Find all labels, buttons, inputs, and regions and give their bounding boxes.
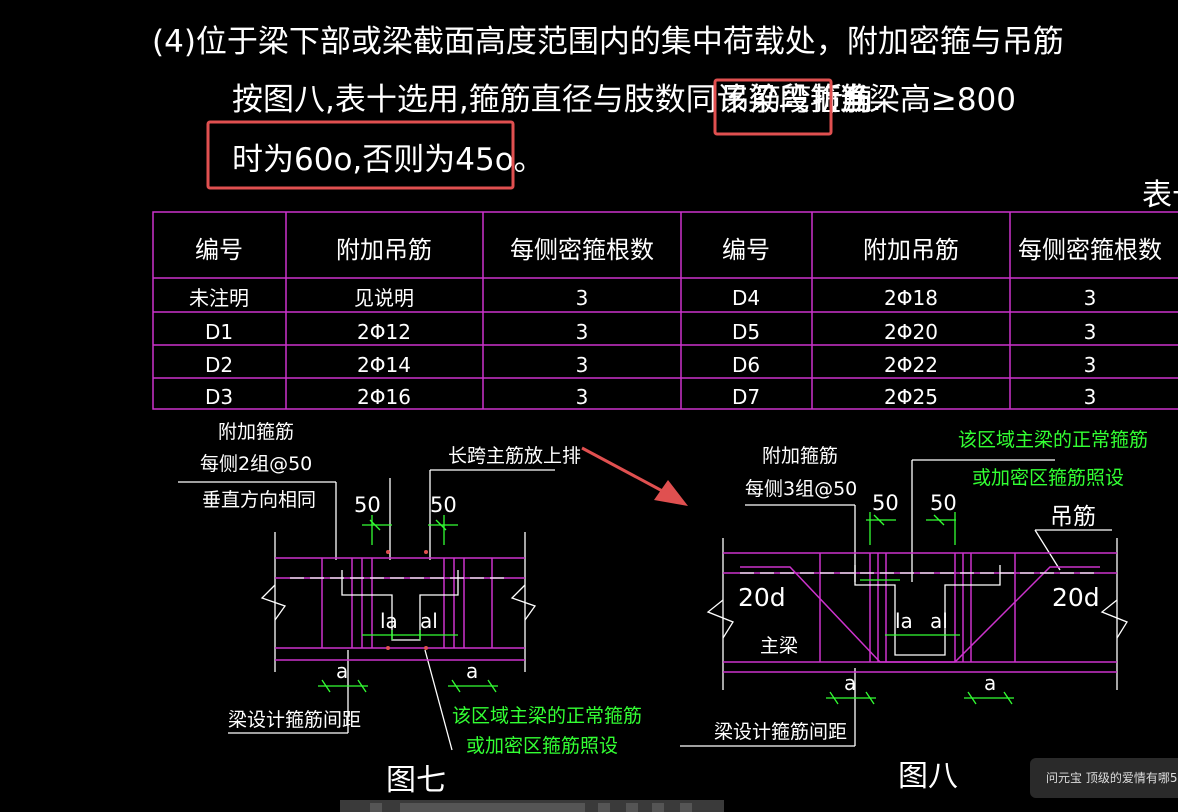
table-header-cell: 编号 [722,236,770,264]
table-header-cell: 每侧密箍根数 [1018,236,1162,264]
table-caption: 表十 [1142,178,1178,213]
fig7-label-vertical: 垂直方向相同 [202,489,316,511]
fig7-green-line-2: 或加密区箍筋照设 [466,735,618,757]
fig8-title: 图八 [898,759,958,794]
fig8-green-line-2: 或加密区箍筋照设 [972,467,1124,489]
table-cell: 3 [1084,320,1097,344]
fig7-label-each-side: 每侧2组@50 [200,453,312,475]
assistant-toast[interactable]: 问元宝 顶级的爱情有哪5 [1030,758,1178,798]
fig7-a-left: a [336,659,348,683]
toolbar-icon-4[interactable] [652,803,664,812]
table-cell: D5 [732,320,760,344]
table-cell: 3 [1084,286,1097,310]
table-cell: 见说明 [354,286,414,310]
table-cell: 3 [576,385,589,409]
table-header-cell: 编号 [195,236,243,264]
fig8-green-line-1: 该区域主梁的正常箍筋 [958,429,1148,451]
table-cell: D4 [732,286,760,310]
toolbar-icon-1[interactable] [370,803,382,812]
table-header-cell: 附加吊筋 [336,236,432,264]
fig8-label-each-side: 每侧3组@50 [745,478,857,500]
table-cell: 3 [576,353,589,377]
header-line-1: (4)位于梁下部或梁截面高度范围内的集中荷载处，附加密箍与吊筋 [152,24,1064,60]
table-header-cell: 附加吊筋 [863,236,959,264]
table-cell: 2Φ20 [884,320,938,344]
fig7-a-right: a [466,659,478,683]
table-header-cell: 每侧密箍根数 [510,236,654,264]
toolbar-icon-5[interactable] [680,803,692,812]
toolbar-icon-2[interactable] [598,803,610,812]
fig8-label-spacing: 梁设计箍筋间距 [714,721,847,743]
table-cell: D3 [205,385,233,409]
toolbar-icon-3[interactable] [626,803,638,812]
toolbar-input[interactable] [400,803,585,812]
fig7-dim-left: 50 [354,493,381,517]
bottom-toolbar[interactable] [340,800,724,812]
fig8-d-right: 20d [1052,583,1100,612]
figure-7: 附加箍筋 每侧2组@50 垂直方向相同 长跨主筋放上排 50 50 la al … [178,421,642,798]
highlight-box-angle-values [206,120,515,190]
fig8-label-main-beam: 主梁 [760,635,798,657]
table-cell: 2Φ22 [884,353,938,377]
table-cell: 未注明 [189,286,249,310]
fig7-title: 图七 [386,763,446,798]
header-line-2a: 按图八,表十选用,箍筋直径与肢数同该梁段箍筋. [232,82,882,118]
table-cell: 3 [576,320,589,344]
fig8-la-left: la [895,609,913,633]
fig8-a-left: a [844,671,856,695]
table-cell: 3 [1084,385,1097,409]
fig7-label-spacing: 梁设计箍筋间距 [228,709,361,731]
table-cell: D1 [205,320,233,344]
table-cell: 3 [1084,353,1097,377]
fig7-label-main-bar: 长跨主筋放上排 [448,445,581,467]
header-line-3: 时为60o,否则为45o。 [232,142,545,178]
table-cell: 2Φ12 [357,320,411,344]
fig7-dim-right: 50 [430,493,457,517]
highlight-box-bend-angle [713,78,833,136]
red-arrow-icon [581,446,688,506]
stirrup-table [152,211,1178,410]
header-line-2c: ,当梁高≥800 [828,82,1016,118]
fig8-a-right: a [984,671,996,695]
fig8-label-add-stirrup: 附加箍筋 [762,445,838,467]
fig8-d-left: 20d [738,583,786,612]
fig8-la-right: al [930,609,948,633]
table-cell: D7 [732,385,760,409]
fig7-green-line-1: 该区域主梁的正常箍筋 [452,705,642,727]
table-cell: 3 [576,286,589,310]
table-cell: 2Φ18 [884,286,938,310]
table-cell: 2Φ25 [884,385,938,409]
fig7-la-left: la [380,609,398,633]
table-cell: D6 [732,353,760,377]
table-cell: 2Φ14 [357,353,411,377]
table-cell: D2 [205,353,233,377]
fig8-label-hanger: 吊筋 [1050,504,1096,530]
header-line-2b: 吊筋弯折角 [719,82,874,118]
fig8-dim-left: 50 [872,491,899,515]
figure-8: 附加箍筋 每侧3组@50 该区域主梁的正常箍筋 或加密区箍筋照设 50 50 吊… [680,429,1148,794]
fig8-dim-right: 50 [930,491,957,515]
fig7-la-right: al [420,609,438,633]
table-cell: 2Φ16 [357,385,411,409]
fig7-label-add-stirrup: 附加箍筋 [218,421,294,443]
toast-text: 问元宝 顶级的爱情有哪5 [1046,771,1178,785]
